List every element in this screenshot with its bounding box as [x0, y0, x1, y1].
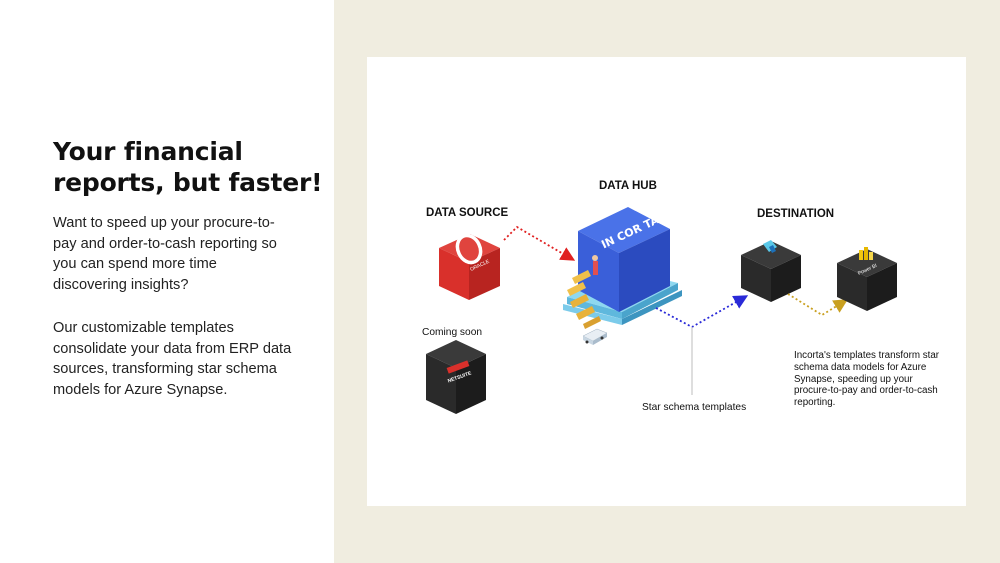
destination-label: DESTINATION: [757, 208, 835, 220]
synapse-to-powerbi-arrow: [787, 293, 849, 317]
staircase-illustration: [567, 255, 601, 329]
netsuite-cube: NETSUITE: [426, 340, 486, 414]
powerbi-cube: Power BI: [837, 247, 897, 311]
diagram-card: ORACLE NETSUITE IN C: [367, 57, 966, 506]
headline: Your financial reports, but faster!: [53, 137, 323, 197]
data-source-label: DATA SOURCE: [426, 207, 509, 219]
azure-synapse-logo-icon: [763, 240, 777, 253]
destination-description: Incorta's templates transform star schem…: [794, 350, 940, 409]
azure-synapse-cube: [741, 240, 801, 302]
car-icon: [582, 328, 608, 345]
incorta-cube: IN COR TA: [578, 207, 670, 312]
source-to-hub-arrow: [503, 225, 576, 261]
templates-paragraph: Our customizable templates consolidate y…: [53, 320, 292, 398]
coming-soon-label: Coming soon: [422, 327, 483, 338]
star-schema-label: Star schema templates: [642, 402, 747, 413]
oracle-cube: ORACLE: [439, 233, 500, 300]
architecture-diagram: ORACLE NETSUITE IN C: [426, 207, 897, 414]
left-panel: Your financial reports, but faster! Want…: [0, 0, 334, 563]
intro-paragraph: Want to speed up your procure-to-pay and…: [53, 215, 277, 293]
person-icon: [593, 261, 598, 275]
data-hub-label: DATA HUB: [599, 180, 657, 192]
